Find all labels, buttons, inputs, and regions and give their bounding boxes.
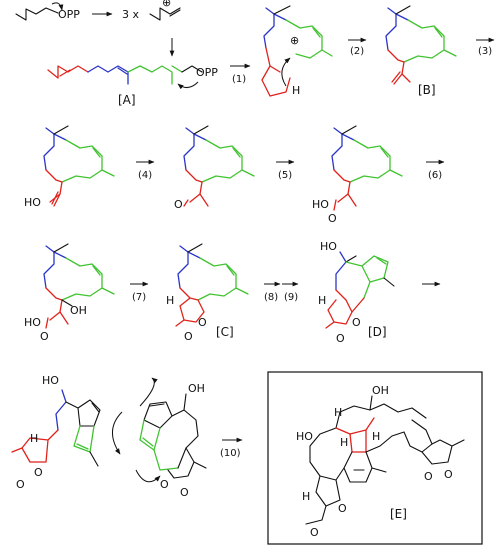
carboxylic-acid-structure: HO O — [312, 125, 403, 225]
o-label: O — [40, 330, 49, 343]
o-label: O — [16, 478, 25, 491]
step-label: (4) — [138, 170, 152, 181]
oh-label: OH — [188, 382, 205, 395]
isoprenyl-cation-structure: 3 x ⊕ — [122, 0, 181, 21]
o-label: O — [310, 526, 319, 539]
h-label: H — [372, 430, 380, 443]
h-label: H — [30, 432, 38, 445]
o-label: O — [184, 330, 193, 343]
step-label: (8) — [264, 292, 278, 303]
ho-label: HO — [312, 198, 329, 211]
o-label: O — [424, 470, 433, 483]
step-label: (10) — [220, 448, 241, 459]
step-label: (7) — [132, 292, 146, 303]
oh-label: OH — [372, 384, 389, 397]
o-label: O — [174, 198, 183, 211]
dmapp-structure: OPP — [15, 2, 80, 21]
curly-arrow — [112, 411, 123, 455]
h-label: H — [318, 294, 326, 307]
compound-b-label: [B] — [418, 83, 436, 97]
step-label: (5) — [278, 170, 292, 181]
o-label: O — [352, 316, 361, 329]
step-label: (1) — [232, 74, 246, 85]
ho-label: HO — [320, 240, 337, 253]
o-label: O — [444, 468, 453, 481]
h-label: H — [166, 294, 174, 307]
compound-d-structure: HO H O O — [318, 240, 395, 345]
ho-label: HO — [42, 374, 59, 387]
o-label: O — [338, 502, 347, 515]
compound-a-label: [A] — [118, 93, 136, 107]
o-label: O — [160, 478, 169, 491]
opp-label: OPP — [196, 66, 218, 79]
allylic-alcohol-structure: HO — [24, 125, 115, 209]
hydroxy-acid-structure: OH HO O — [24, 243, 115, 343]
o-label: O — [328, 212, 337, 225]
compound-c-structure: H O O — [166, 243, 249, 343]
ho-label: HO — [296, 430, 313, 443]
macrocycle-cation-structure: ⊕ H — [261, 5, 333, 97]
times-label: 3 x — [122, 8, 139, 21]
step-label: (9) — [284, 292, 298, 303]
compound-b-structure — [385, 5, 457, 85]
compound-e-label: [E] — [390, 507, 407, 521]
h-label: H — [340, 436, 348, 449]
monomer-right-structure: OH O O — [139, 382, 207, 499]
compound-d-label: [D] — [368, 325, 387, 339]
h-label: H — [292, 84, 300, 97]
step-label: (6) — [428, 170, 442, 181]
cation-label: ⊕ — [290, 34, 299, 47]
o-label: O — [180, 486, 189, 499]
cation-label: ⊕ — [162, 0, 171, 9]
monomer-left-structure: HO H O O — [11, 374, 101, 491]
h-label: H — [302, 490, 310, 503]
ho-label: HO — [24, 316, 41, 329]
o-label: O — [336, 332, 345, 345]
ho-label: HO — [24, 196, 41, 209]
compound-e-structure: OH H HO H H O O H O O — [296, 384, 465, 539]
curly-arrow — [139, 377, 158, 407]
opp-label: OPP — [58, 8, 80, 21]
h-label: H — [334, 406, 342, 419]
step-label: (2) — [350, 46, 364, 57]
o-label: O — [34, 466, 43, 479]
compound-c-label: [C] — [216, 325, 234, 339]
curly-arrow — [135, 469, 161, 483]
aldehyde-structure: O — [174, 125, 255, 211]
compound-a-structure: OPP — [47, 65, 218, 90]
compound-e-box — [267, 371, 483, 545]
o-label: O — [198, 316, 207, 329]
oh-label: OH — [70, 304, 87, 317]
step-label: (3) — [478, 46, 492, 57]
